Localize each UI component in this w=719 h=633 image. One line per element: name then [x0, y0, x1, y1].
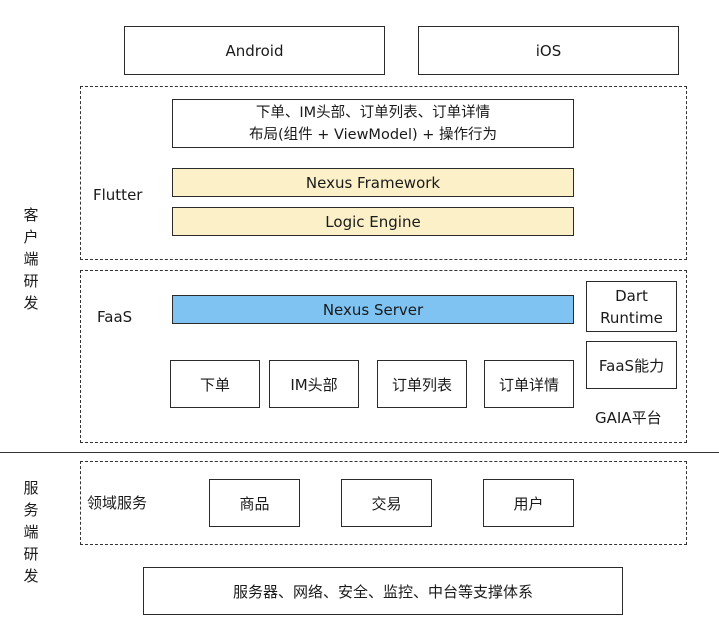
- domain-label: 商品: [239, 494, 270, 513]
- dart-runtime-line1: Dart: [615, 286, 648, 305]
- client-dev-label: 客户端研发: [21, 204, 41, 314]
- function-label: 下单: [199, 375, 230, 394]
- domain-label: 用户: [513, 494, 544, 513]
- function-box-order: 下单: [170, 360, 260, 408]
- ios-box: iOS: [418, 26, 679, 75]
- domain-services-region: [80, 461, 687, 545]
- nexus-server-box: Nexus Server: [172, 295, 574, 324]
- faas-region: [80, 270, 687, 443]
- dart-runtime-box: Dart Runtime: [586, 281, 677, 332]
- function-label: 订单详情: [498, 375, 559, 394]
- flutter-label: Flutter: [93, 186, 143, 204]
- client-server-divider: [0, 452, 719, 453]
- ios-label: iOS: [535, 41, 562, 60]
- function-label: 订单列表: [391, 375, 452, 394]
- function-box-order-list: 订单列表: [377, 360, 467, 408]
- function-box-im-header: IM头部: [269, 360, 359, 408]
- domain-box-user: 用户: [483, 479, 574, 527]
- logic-engine-label: Logic Engine: [325, 212, 421, 231]
- faas-ability-label: FaaS能力: [598, 356, 665, 375]
- nexus-framework-box: Nexus Framework: [172, 168, 574, 197]
- domain-label: 交易: [371, 494, 402, 513]
- business-layout-line2: 布局(组件 + ViewModel) + 操作行为: [249, 126, 497, 143]
- domain-services-label: 领域服务: [87, 494, 148, 512]
- android-label: Android: [225, 41, 284, 60]
- domain-box-trade: 交易: [341, 479, 432, 527]
- dart-runtime-line2: Runtime: [600, 308, 663, 327]
- server-dev-text: 服务端研发: [23, 479, 39, 585]
- nexus-server-label: Nexus Server: [322, 300, 424, 319]
- domain-box-goods: 商品: [209, 479, 300, 527]
- function-label: IM头部: [290, 375, 338, 394]
- faas-label: FaaS: [97, 308, 133, 326]
- function-box-order-detail: 订单详情: [484, 360, 574, 408]
- gaia-platform-label: GAIA平台: [595, 409, 662, 427]
- client-dev-text: 客户端研发: [23, 206, 39, 312]
- flutter-region: [80, 86, 687, 260]
- business-layout-line1: 下单、IM头部、订单列表、订单详情: [255, 104, 491, 121]
- android-box: Android: [124, 26, 385, 75]
- logic-engine-box: Logic Engine: [172, 207, 574, 236]
- faas-ability-box: FaaS能力: [586, 341, 677, 389]
- infrastructure-box: 服务器、网络、安全、监控、中台等支撑体系: [143, 567, 623, 615]
- business-layout-box: 下单、IM头部、订单列表、订单详情 布局(组件 + ViewModel) + 操…: [172, 99, 574, 148]
- infrastructure-label: 服务器、网络、安全、监控、中台等支撑体系: [232, 582, 533, 601]
- nexus-framework-label: Nexus Framework: [305, 173, 441, 192]
- server-dev-label: 服务端研发: [21, 477, 41, 587]
